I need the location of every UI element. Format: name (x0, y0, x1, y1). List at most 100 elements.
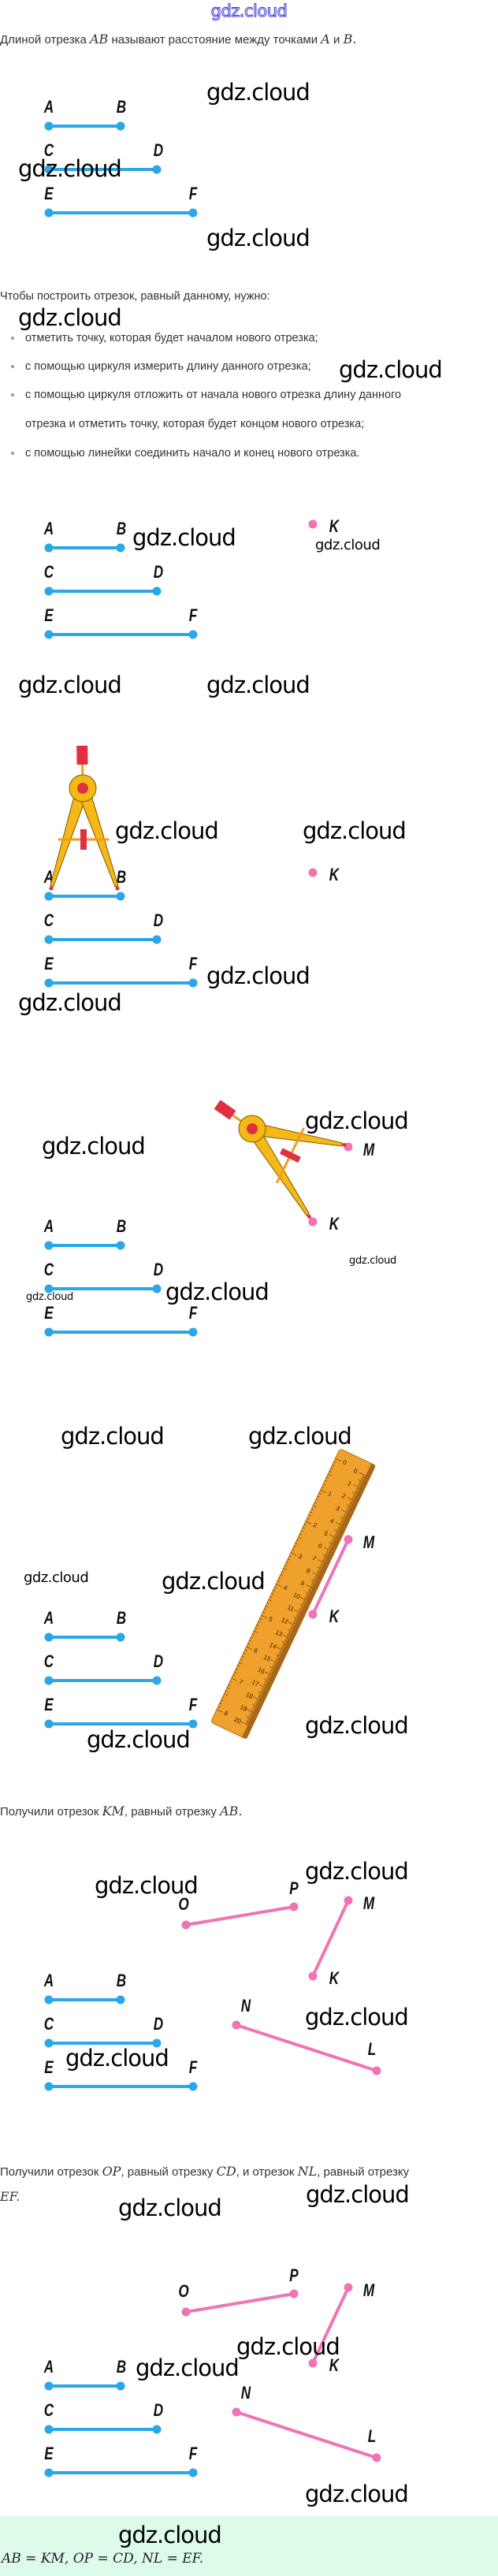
ruler-cm-label: 14 (268, 1641, 277, 1651)
ruler-tick (318, 1569, 321, 1571)
ruler-tick (252, 1633, 255, 1636)
point-label-f: F (189, 184, 198, 204)
ruler-tick (265, 1671, 272, 1676)
point-label-m: M (363, 1533, 375, 1553)
site-logo[interactable]: gdz.cloud (210, 2, 288, 21)
text-run: , равный отрезку (124, 1805, 221, 1818)
point-dot (44, 2381, 54, 2391)
ruler-tick (276, 1584, 282, 1588)
point-label-b: B (117, 519, 126, 539)
ruler-tick (247, 1719, 250, 1722)
ruler-tick (346, 1509, 350, 1511)
ruler-tick (355, 1491, 358, 1494)
ruler-tick (304, 1597, 308, 1599)
point-dot (44, 1327, 54, 1337)
ruler-tick (296, 1614, 299, 1617)
ruler-tick (348, 1504, 352, 1506)
ruler-cm-label: 8 (305, 1567, 311, 1575)
ruler-tick (246, 1716, 251, 1719)
point-dot (44, 586, 54, 596)
ruler-tick (251, 1710, 255, 1712)
ruler-tick (300, 1606, 303, 1608)
ruler-tick (334, 1534, 338, 1536)
point-label-m: M (363, 1894, 375, 1914)
point-label-a: A (43, 1609, 54, 1629)
ruler-tick (307, 1517, 310, 1520)
point-label-c: C (44, 563, 54, 583)
ruler-tick (306, 1595, 309, 1597)
ruler-cm-label: 15 (262, 1654, 272, 1663)
ruler-tick (266, 1677, 270, 1680)
point-dot (44, 2082, 54, 2091)
point-dot (152, 2425, 162, 2434)
ruler-tick (247, 1718, 251, 1721)
ruler-tick (349, 1502, 352, 1505)
ruler-tick (305, 1596, 308, 1599)
ruler-tick (318, 1569, 321, 1573)
ruler-tick (258, 1695, 262, 1697)
point-dot (44, 1995, 54, 2005)
point-dot (308, 519, 318, 529)
ruler-tick (262, 1688, 265, 1691)
point-label-c: C (44, 2015, 54, 2034)
ruler-tick (280, 1650, 283, 1652)
ruler-cm-label: 4 (329, 1517, 335, 1525)
point-dot (372, 2453, 381, 2462)
ruler-tick (219, 1703, 222, 1705)
ruler-tick (327, 1474, 332, 1476)
ruler-tick (293, 1621, 296, 1623)
ruler-tick (273, 1662, 277, 1665)
ruler-cm-label: 13 (274, 1629, 284, 1638)
ruler-tick (287, 1629, 292, 1632)
math-term: CD (216, 2164, 236, 2179)
ruler-tick (291, 1626, 294, 1629)
ruler-tick (347, 1497, 355, 1501)
ruler-tick (353, 1484, 360, 1488)
point-label-c: C (44, 911, 54, 931)
ruler-cm-label: 17 (251, 1678, 260, 1688)
ruler-tick (221, 1699, 224, 1702)
point-label-l: L (368, 2427, 376, 2447)
ruler-tick (292, 1622, 296, 1625)
point-label-b: B (117, 98, 126, 117)
ruler-tick (311, 1572, 319, 1576)
ruler-tick (241, 1655, 244, 1658)
point-dot (116, 1241, 125, 1250)
point-dot (232, 2020, 241, 2030)
watermark: gdz.cloud (306, 2181, 410, 2208)
text-run: называют расстояние между точками (108, 33, 321, 47)
point-label-k: K (329, 1215, 340, 1234)
ruler-tick (225, 1690, 229, 1692)
ruler-tick (281, 1647, 284, 1650)
watermark: gdz.cloud (65, 2045, 169, 2072)
text-run: Получили отрезок (0, 2165, 102, 2179)
ruler-tick (345, 1510, 349, 1513)
point-label-d: D (154, 141, 163, 161)
point-label-f: F (189, 1304, 198, 1323)
ruler-tick (264, 1682, 268, 1684)
watermark: gdz.cloud (18, 989, 122, 1016)
ruler-tick (352, 1491, 357, 1495)
point-label-f: F (189, 606, 198, 626)
answer-text: AB = KM, OP = CD, NL = EF. (2, 2551, 204, 2567)
definition-text: Длиной отрезка AB называют расстояние ме… (0, 32, 356, 48)
ruler-cm-label: 0 (352, 1467, 359, 1475)
bullet-icon (11, 337, 14, 341)
ruler-tick (297, 1612, 301, 1614)
ruler-tick (240, 1658, 243, 1661)
ruler-tick (255, 1701, 258, 1703)
ruler-tick (324, 1556, 327, 1558)
ruler-tick (289, 1629, 293, 1631)
ruler-tick (306, 1594, 310, 1596)
watermark: gdz.cloud (115, 817, 219, 844)
ruler-tick (228, 1684, 231, 1686)
compass-tip (49, 886, 54, 891)
ruler-tick (280, 1574, 283, 1576)
ruler-tick (313, 1505, 317, 1508)
segment-op (184, 2292, 295, 2314)
point-dot (44, 2038, 54, 2048)
point-dot (44, 630, 54, 639)
point-dot (152, 2038, 162, 2048)
ruler-tick (245, 1722, 249, 1725)
ruler-tick (301, 1530, 304, 1532)
